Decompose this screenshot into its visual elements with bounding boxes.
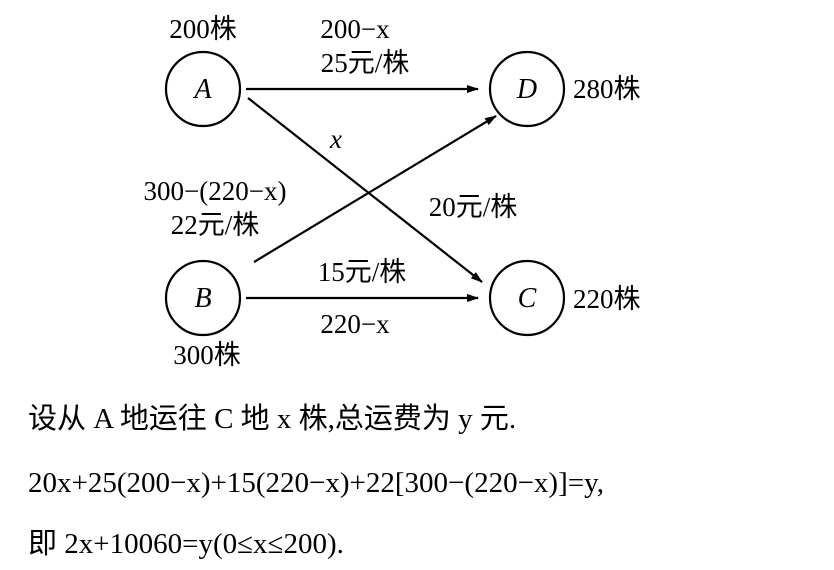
edge-b-to-c-cost: 15元/株 xyxy=(318,257,407,287)
edge-a-to-c-cost: 20元/株 xyxy=(429,192,518,222)
edge-a-to-d-quantity: 200−x xyxy=(320,14,390,44)
node-b: B xyxy=(164,259,242,337)
node-a-letter: A xyxy=(192,74,212,105)
node-a-amount: 200株 xyxy=(169,14,237,44)
solution-line-3: 即 2x+10060=y(0≤x≤200). xyxy=(28,528,344,560)
solution-line-2: 20x+25(200−x)+15(220−x)+22[300−(220−x)]=… xyxy=(28,467,604,499)
node-c-amount: 220株 xyxy=(573,284,641,314)
solution-line-1: 设从 A 地运往 C 地 x 株,总运费为 y 元. xyxy=(28,403,517,435)
node-c: C xyxy=(488,259,566,337)
edge-a-to-c xyxy=(247,97,483,283)
edge-b-to-c-quantity: 220−x xyxy=(320,309,390,339)
node-d-amount: 280株 xyxy=(573,74,641,104)
node-a: A xyxy=(164,50,242,128)
node-b-amount: 300株 xyxy=(173,340,241,370)
node-d-letter: D xyxy=(516,74,537,105)
node-b-letter: B xyxy=(194,283,211,314)
node-d: D xyxy=(488,50,566,128)
edge-b-to-d xyxy=(253,115,497,263)
edge-a-to-c-quantity: x xyxy=(329,124,342,154)
transport-diagram: A B D C 200株 300株 280株 220株 200−x 25元/株 … xyxy=(144,14,641,370)
edge-b-to-d-quantity: 300−(220−x) xyxy=(144,176,287,206)
edge-a-to-d-cost: 25元/株 xyxy=(321,48,410,78)
edge-b-to-d-cost: 22元/株 xyxy=(171,210,260,240)
node-c-letter: C xyxy=(518,283,537,314)
